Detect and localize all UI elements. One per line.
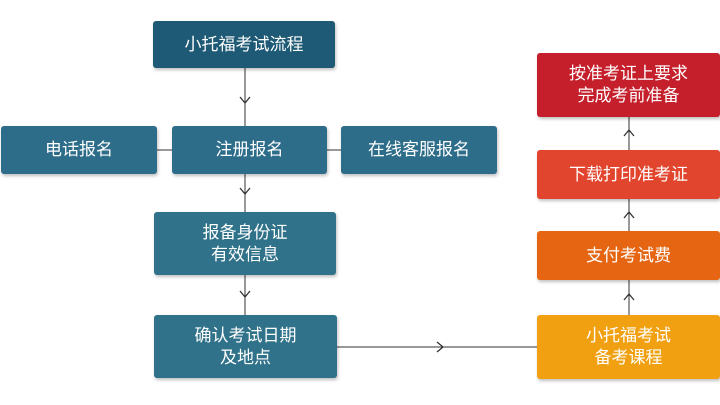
- node-pay-fee: 支付考试费: [537, 231, 720, 280]
- node-confirm-date-location: 确认考试日期 及地点: [154, 315, 337, 378]
- arrowhead-down-confirm: [239, 290, 251, 299]
- arrowhead-up-ready: [623, 128, 635, 137]
- node-print-admission-ticket: 下载打印准考证: [537, 150, 720, 199]
- node-prep-course: 小托福考试 备考课程: [537, 315, 720, 379]
- node-ready-line-1: 按准考证上要求: [569, 64, 688, 84]
- arrowhead-down-prepare: [239, 187, 251, 196]
- node-prepare-id-line-2: 有效信息: [211, 244, 279, 265]
- node-pay-line-1: 支付考试费: [586, 245, 671, 266]
- node-confirm-line-2: 及地点: [220, 347, 271, 368]
- node-phone-registration: 电话报名: [1, 126, 157, 174]
- node-phone-line-1: 电话报名: [45, 140, 113, 160]
- node-print-line-1: 下载打印准考证: [569, 164, 688, 185]
- node-course-line-2: 备考课程: [594, 348, 663, 368]
- arrowhead-down-register: [239, 96, 251, 105]
- node-final-preparation: 按准考证上要求 完成考前准备: [537, 53, 720, 117]
- node-online-service-registration: 在线客服报名: [341, 126, 497, 174]
- node-register: 注册报名: [172, 126, 327, 174]
- node-prepare-id-line-1: 报备身份证: [202, 222, 288, 243]
- node-title-line-1: 小托福考试流程: [184, 34, 304, 55]
- node-prepare-id: 报备身份证 有效信息: [154, 212, 336, 275]
- node-ready-line-2: 完成考前准备: [577, 86, 680, 106]
- arrowhead-up-pay: [623, 292, 635, 301]
- node-title: 小托福考试流程: [153, 21, 335, 68]
- node-register-line-1: 注册报名: [215, 140, 284, 160]
- arrowhead-right-course: [436, 341, 445, 353]
- node-online-line-1: 在线客服报名: [368, 140, 470, 160]
- node-confirm-line-1: 确认考试日期: [194, 325, 297, 346]
- node-course-line-1: 小托福考试: [586, 326, 671, 346]
- arrowhead-up-print: [623, 210, 635, 219]
